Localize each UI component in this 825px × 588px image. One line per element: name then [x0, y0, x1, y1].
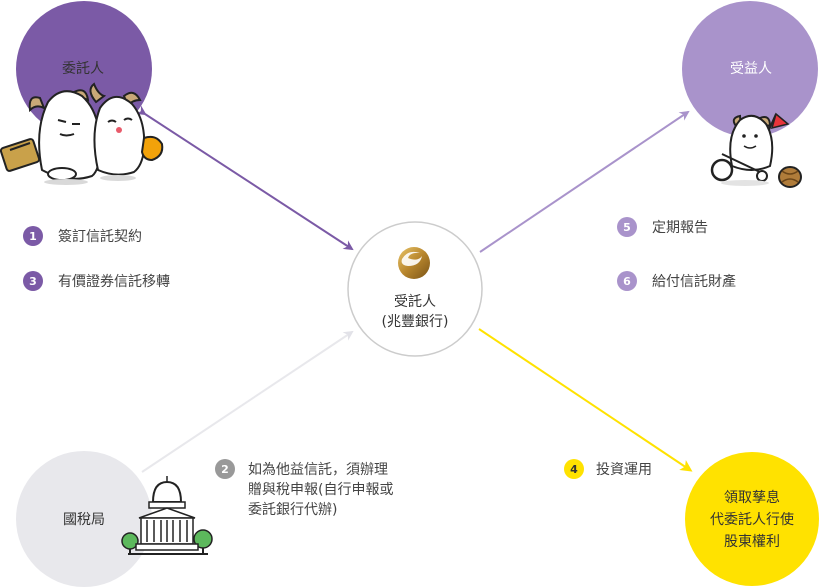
step-5: 5 定期報告 — [617, 217, 708, 237]
rights-label-line1: 領取孳息 — [724, 489, 780, 506]
trustee-node: 受託人 (兆豐銀行) — [347, 221, 483, 357]
step-number: 6 — [623, 275, 631, 288]
step-text: 簽訂信託契約 — [58, 228, 142, 245]
beneficiary-node: 受益人 — [682, 1, 818, 137]
arrow-trustee-invest — [478, 328, 693, 472]
step-text-line2: 贈與稅申報(自行申報或 — [248, 482, 393, 498]
trustee-label-line2: (兆豐銀行) — [382, 314, 449, 330]
step-badge — [617, 217, 637, 237]
step-6: 6 給付信託財產 — [617, 271, 736, 291]
step-badge — [617, 271, 637, 291]
arrow-tax-trustee — [141, 330, 354, 473]
rights-label-line3: 股東權利 — [724, 534, 780, 550]
bank-logo-icon — [398, 247, 430, 279]
rights-node: 領取孳息 代委託人行使 股東權利 — [685, 452, 819, 586]
arrow-trustor-trustee — [135, 105, 354, 251]
step-text-line1: 如為他益信託，須辦理 — [248, 462, 388, 478]
step-text: 投資運用 — [596, 462, 652, 478]
step-badge — [215, 459, 235, 479]
tax-bureau-node: 國稅局 — [16, 451, 152, 587]
step-number: 1 — [29, 230, 37, 243]
tax-bureau-label: 國稅局 — [63, 512, 105, 528]
step-badge — [23, 271, 43, 291]
step-badge — [564, 459, 584, 479]
step-text-line3: 委託銀行代辦) — [248, 502, 337, 518]
arrow-trustee-beneficiary — [479, 110, 690, 253]
government-building-icon — [121, 476, 213, 555]
step-1: 1 簽訂信託契約 — [23, 226, 142, 246]
step-4: 4 投資運用 — [564, 459, 652, 479]
step-number: 5 — [623, 221, 631, 234]
trustor-label: 委託人 — [62, 61, 104, 77]
mascot-trustor-icon — [0, 82, 164, 185]
step-2: 2 如為他益信託，須辦理 贈與稅申報(自行申報或 委託銀行代辦) — [215, 459, 393, 518]
rights-label-line2: 代委託人行使 — [710, 511, 794, 528]
step-number: 4 — [570, 463, 578, 476]
step-text: 定期報告 — [652, 220, 708, 236]
step-number: 2 — [221, 463, 229, 476]
step-badge — [23, 226, 43, 246]
trustee-label-line1: 受託人 — [394, 294, 436, 310]
step-3: 3 有價證券信託移轉 — [23, 271, 170, 291]
step-number: 3 — [29, 275, 37, 288]
step-text: 給付信託財產 — [652, 273, 736, 290]
step-text: 有價證券信託移轉 — [58, 273, 170, 290]
mascot-beneficiary-icon — [710, 112, 802, 188]
beneficiary-label: 受益人 — [730, 61, 772, 77]
